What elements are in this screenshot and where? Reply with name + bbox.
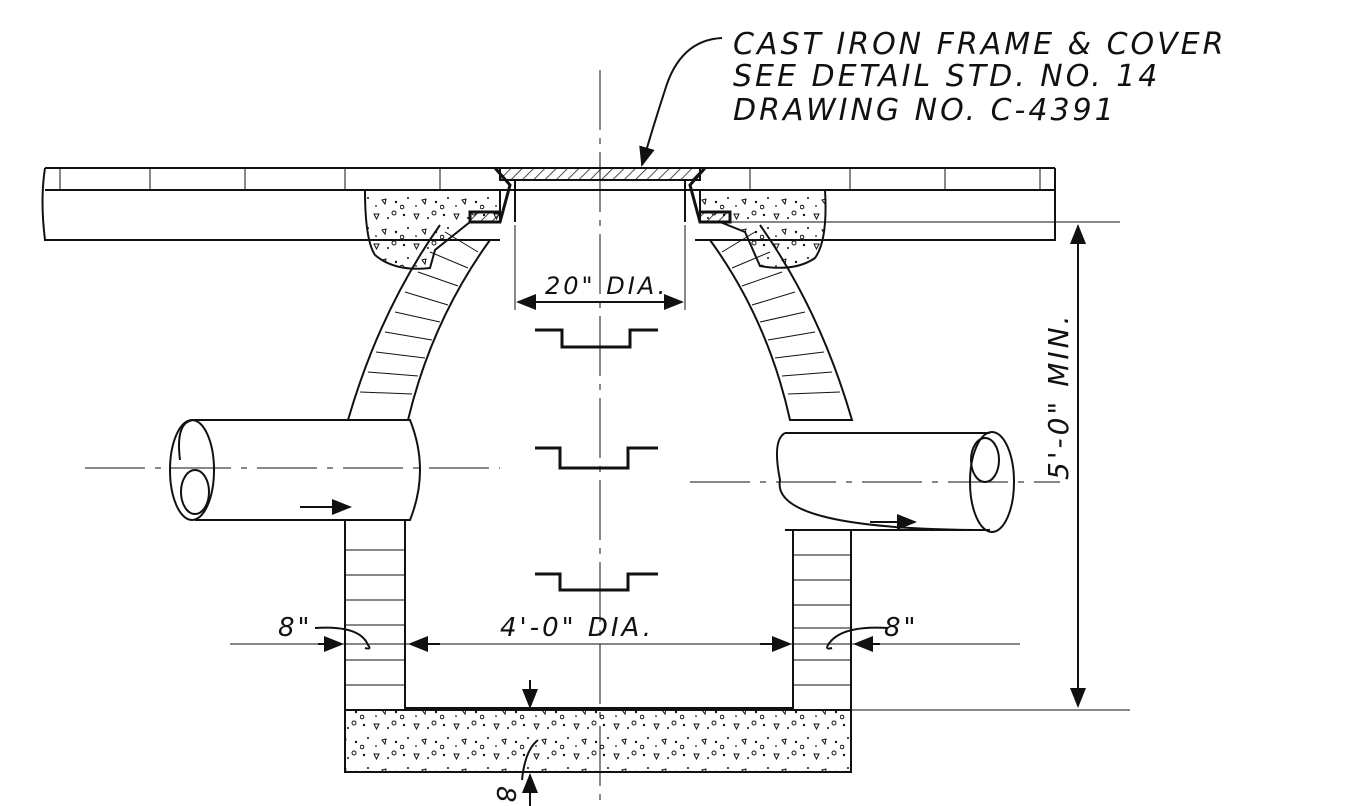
cover-note-line-3: DRAWING NO. C-4391: [733, 93, 1117, 128]
inlet-pipe-left: [169, 419, 421, 521]
cover-leader-line: [639, 37, 723, 167]
brick-wall-left: [344, 520, 406, 710]
brick-cone-right: [709, 224, 854, 421]
wall-thickness-left-label: 8": [278, 613, 313, 643]
dimension-base-8: [521, 680, 539, 806]
manhole-diameter-label: 4'-0" DIA.: [500, 613, 654, 643]
concrete-base-slab: [344, 709, 852, 773]
cover-note-line-2: SEE DETAIL STD. NO. 14: [733, 59, 1160, 94]
depth-label: 5'-0" MIN.: [1042, 313, 1075, 480]
brick-wall-right: [792, 530, 852, 710]
outlet-pipe-right: [775, 431, 1015, 533]
manhole-steps: [535, 328, 658, 592]
opening-diameter-label: 20" DIA.: [545, 272, 668, 300]
wall-thickness-right-label: 8": [884, 613, 919, 643]
base-thickness-label: 8": [490, 786, 520, 806]
dimension-5-0-min: [700, 221, 1130, 711]
cover-note-line-1: CAST IRON FRAME & COVER: [733, 27, 1226, 62]
dimension-4-0-dia: [230, 626, 1020, 652]
dimension-20-dia: [514, 225, 686, 310]
left-concrete-collar: [363, 189, 501, 270]
